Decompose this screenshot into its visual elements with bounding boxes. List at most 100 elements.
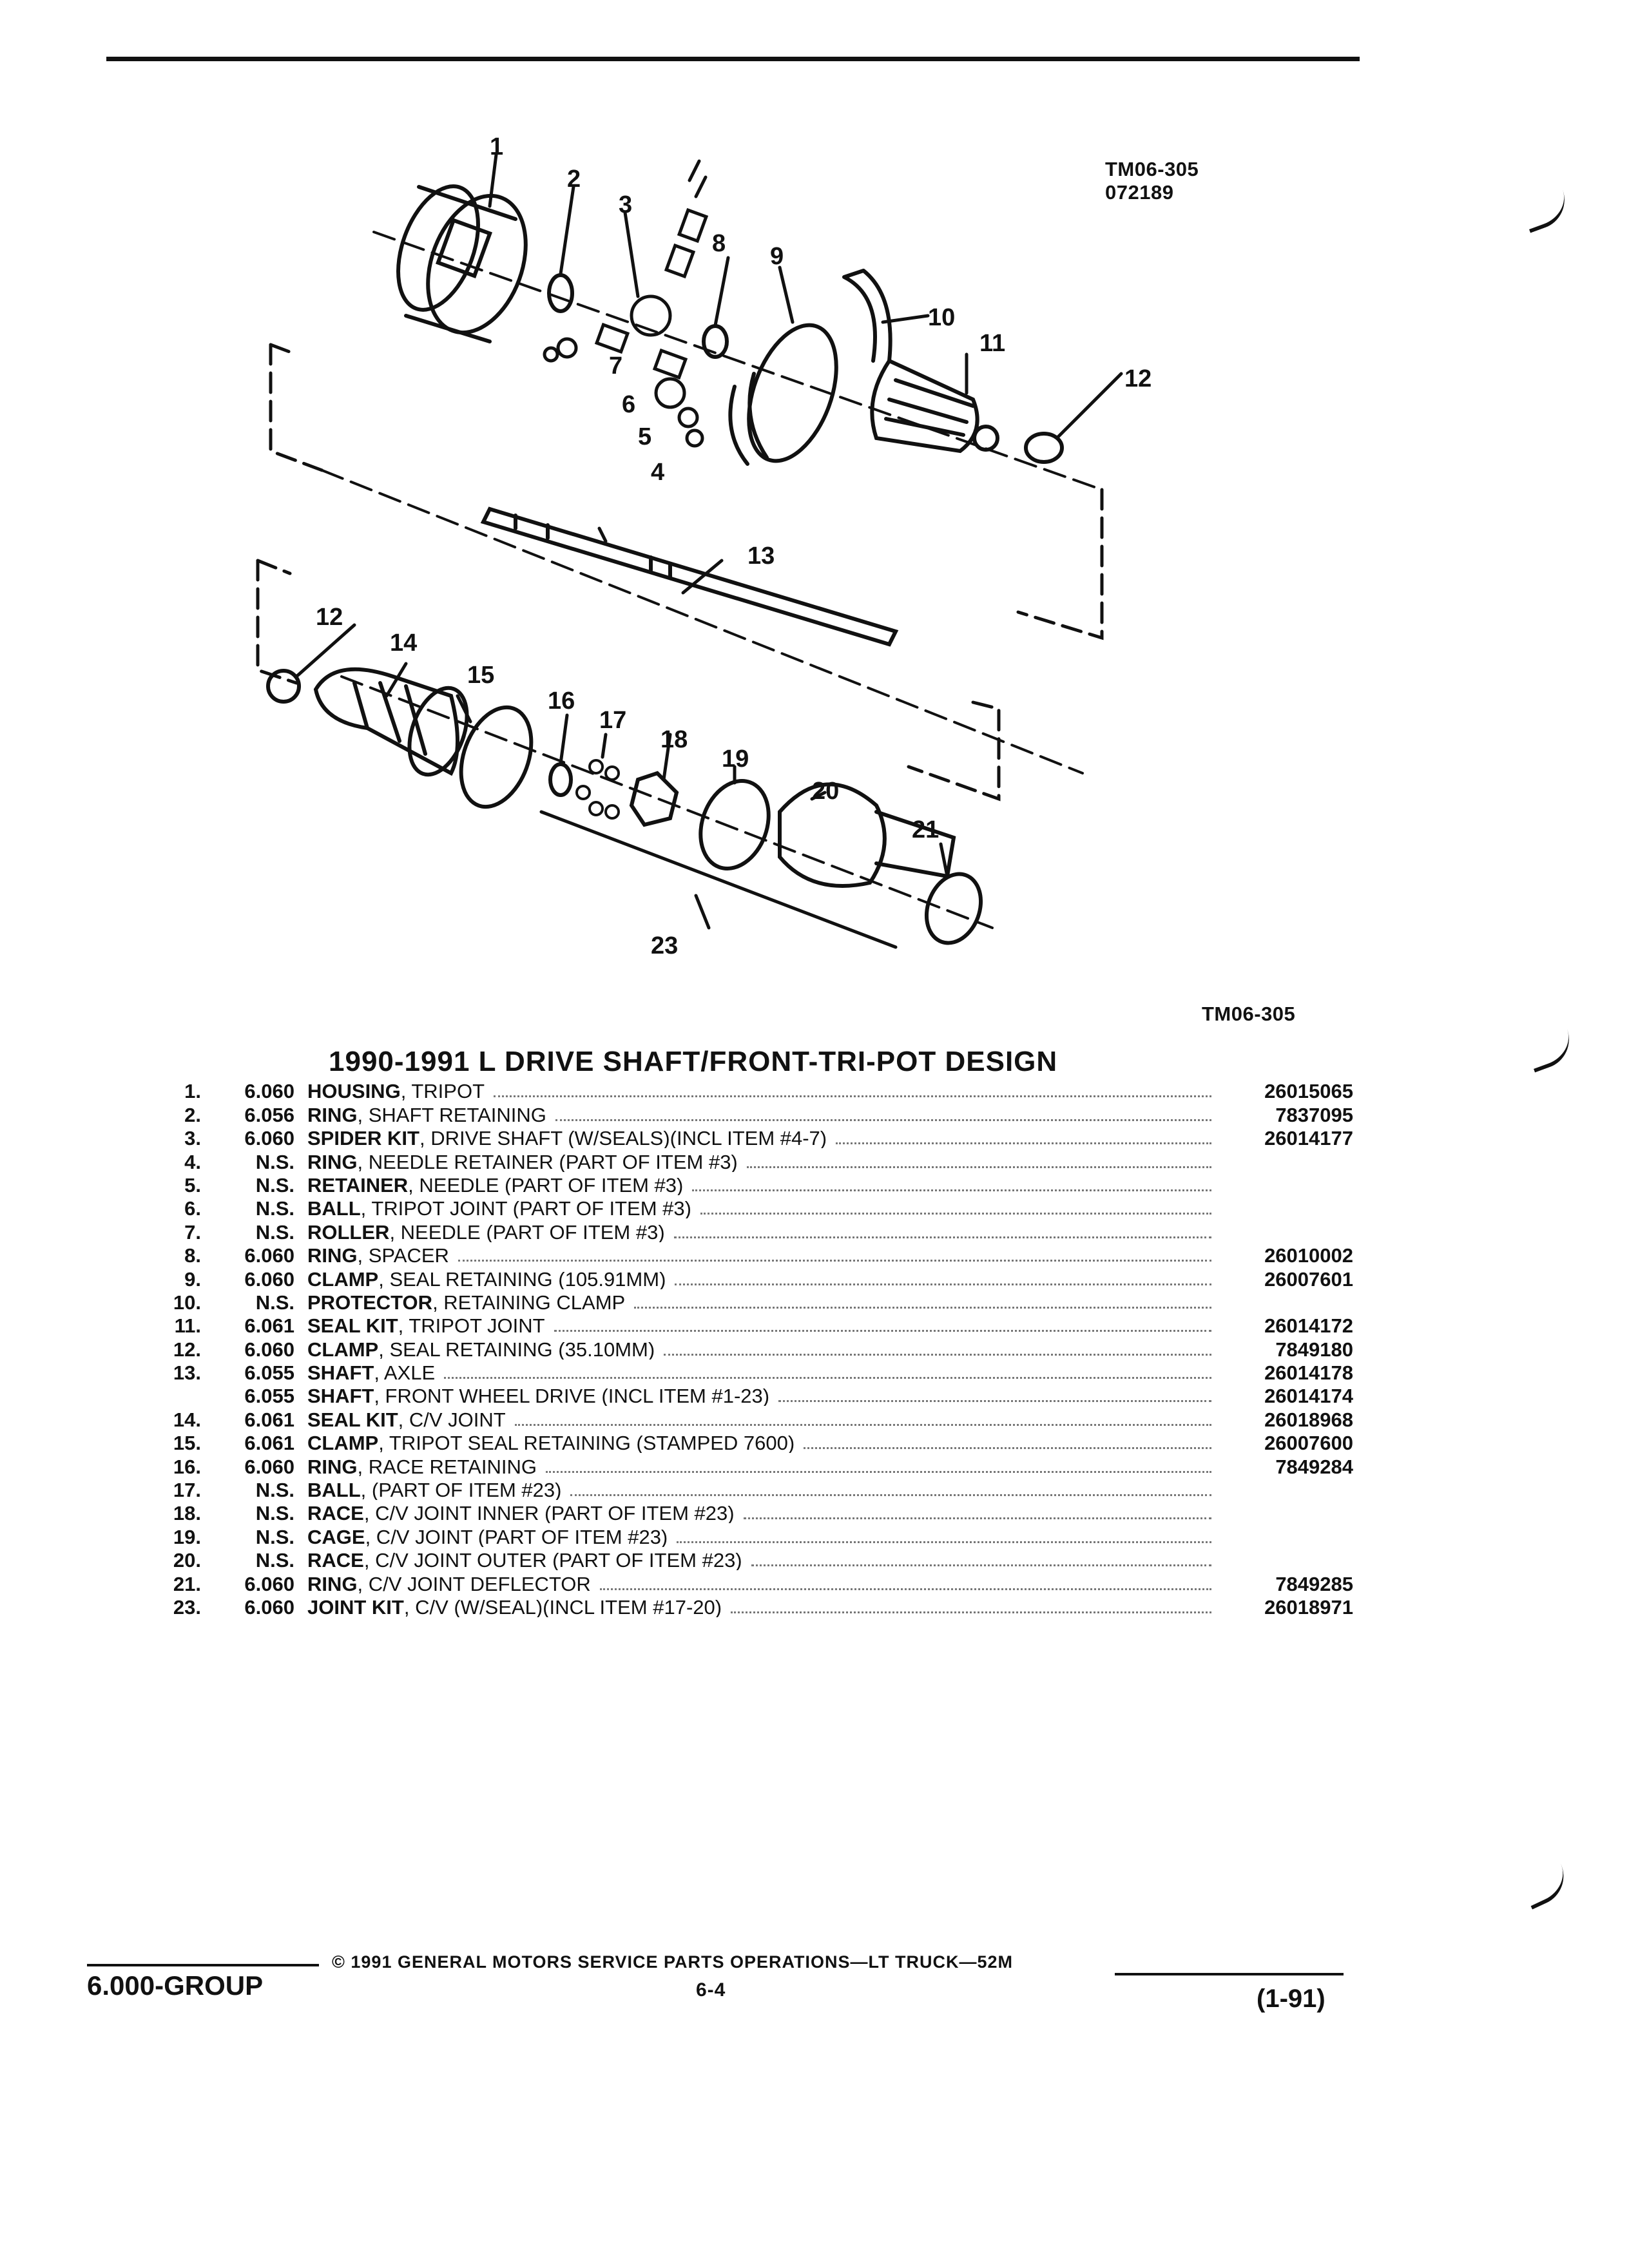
part-number: 26007601 [1264,1267,1353,1291]
dot-leader [731,1611,1211,1613]
part-name: RING [307,1245,358,1266]
item-number: 6. [184,1197,201,1220]
part-detail: , SEAL RETAINING (35.10MM) [378,1339,655,1360]
part-detail: , C/V JOINT (PART OF ITEM #23) [365,1526,668,1547]
callout-18: 18 [660,726,688,753]
group-number: 6.060 [244,1455,294,1478]
part-detail: , C/V JOINT [398,1409,506,1430]
dot-leader [751,1564,1211,1567]
item-number: 21. [173,1572,201,1595]
part-name: BALL [307,1480,361,1501]
group-number: 6.061 [244,1432,294,1455]
axle-shaft [480,506,899,647]
part-number: 7849284 [1275,1455,1353,1478]
parts-row: 10.N.S.PROTECTOR, RETAINING CLAMP [155,1289,1353,1312]
item-number: 18. [173,1502,201,1525]
part-description: RING, SHAFT RETAINING [294,1105,1218,1125]
binder-mark-top [1520,189,1573,233]
item-number: 14. [173,1408,201,1431]
parts-row: 4.N.S.RING, NEEDLE RETAINER (PART OF ITE… [155,1148,1353,1172]
group-number: 6.055 [244,1361,294,1385]
outer-race [778,782,956,888]
part-detail: , NEEDLE (PART OF ITEM #3) [389,1222,665,1242]
parts-row: 20.N.S.RACE, C/V JOINT OUTER (PART OF IT… [155,1547,1353,1570]
part-name: ROLLER [307,1222,390,1242]
item-number: 13. [173,1361,201,1385]
item-number: 8. [184,1244,201,1267]
dot-leader [458,1260,1211,1262]
dot-leader [444,1377,1211,1379]
part-name: CLAMP [307,1339,379,1360]
callout-7: 7 [609,352,622,380]
group-number: N.S. [255,1291,294,1314]
item-number: 20. [173,1549,201,1572]
balls [575,759,620,820]
part-detail: , C/V (W/SEAL)(INCL ITEM #17-20) [403,1597,722,1617]
dot-leader [677,1541,1211,1543]
group-number: N.S. [255,1502,294,1525]
group-number: 6.060 [244,1127,294,1150]
dot-leader [675,1283,1211,1285]
dot-leader [804,1447,1211,1450]
callout-12-lower: 12 [316,604,343,631]
dot-leader [746,1166,1211,1168]
spider-kit [543,159,709,448]
part-detail: , RETAINING CLAMP [432,1292,626,1312]
part-description: SHAFT, AXLE [294,1363,1218,1383]
callout-19: 19 [722,745,749,773]
part-name: HOUSING [307,1081,401,1102]
group-number: 6.056 [244,1103,294,1126]
part-name: RACE [307,1503,364,1524]
joint-kit-bracket [539,810,898,949]
binder-mark-bottom [1519,1863,1574,1910]
part-description: RING, RACE RETAINING [294,1457,1218,1477]
item-number: 16. [173,1455,201,1478]
part-name: SHAFT [307,1386,374,1407]
dot-leader [570,1494,1211,1497]
dot-leader [554,1330,1211,1332]
figure-code: TM06-305 [1202,1003,1296,1025]
part-description: CLAMP, TRIPOT SEAL RETAINING (STAMPED 76… [294,1433,1218,1453]
group-number: 6.060 [244,1572,294,1595]
callout-10: 10 [928,304,955,331]
group-number: 6.060 [244,1244,294,1267]
part-detail: , NEEDLE (PART OF ITEM #3) [408,1175,684,1195]
parts-row: 21. 6.060 RING, C/V JOINT DEFLECTOR 7849285 [155,1570,1353,1595]
callout-20: 20 [812,778,839,805]
upper-outline [269,343,324,472]
cv-seal-boot [313,667,469,777]
part-number: 7849285 [1275,1572,1353,1595]
part-detail: , C/V JOINT OUTER (PART OF ITEM #23) [363,1550,742,1571]
dot-leader [634,1306,1211,1309]
part-number: 7837095 [1275,1103,1353,1126]
dot-leader [700,1213,1211,1215]
dot-leader [836,1142,1211,1145]
item-number: 12. [173,1338,201,1361]
part-description: RACE, C/V JOINT INNER (PART OF ITEM #23) [294,1503,1218,1523]
callout-9: 9 [770,243,784,270]
group-number: 6.060 [244,1338,294,1361]
deflector-ring [924,872,983,945]
parts-row: 18. N.S.RACE, C/V JOINT INNER (PART OF IT… [155,1500,1353,1523]
part-name: SPIDER KIT [307,1128,419,1149]
part-name: RING [307,1573,358,1594]
item-number: 15. [173,1432,201,1455]
group-number: 6.060 [244,1595,294,1619]
parts-row: 19.N.S.CAGE, C/V JOINT (PART OF ITEM #23… [155,1523,1353,1547]
group-number: N.S. [255,1479,294,1502]
part-detail: , C/V JOINT DEFLECTOR [357,1573,591,1594]
seal-clamp-large [728,323,838,466]
callout-13: 13 [747,543,775,570]
callout-12-upper: 12 [1124,365,1152,392]
group-number: 6.060 [244,1080,294,1103]
section-title: 1990-1991 L DRIVE SHAFT/FRONT-TRI-POT DE… [329,1046,1058,1077]
group-number: 6.060 [244,1267,294,1291]
drawing-date: 072189 [1105,181,1174,204]
callout-17: 17 [599,707,626,734]
